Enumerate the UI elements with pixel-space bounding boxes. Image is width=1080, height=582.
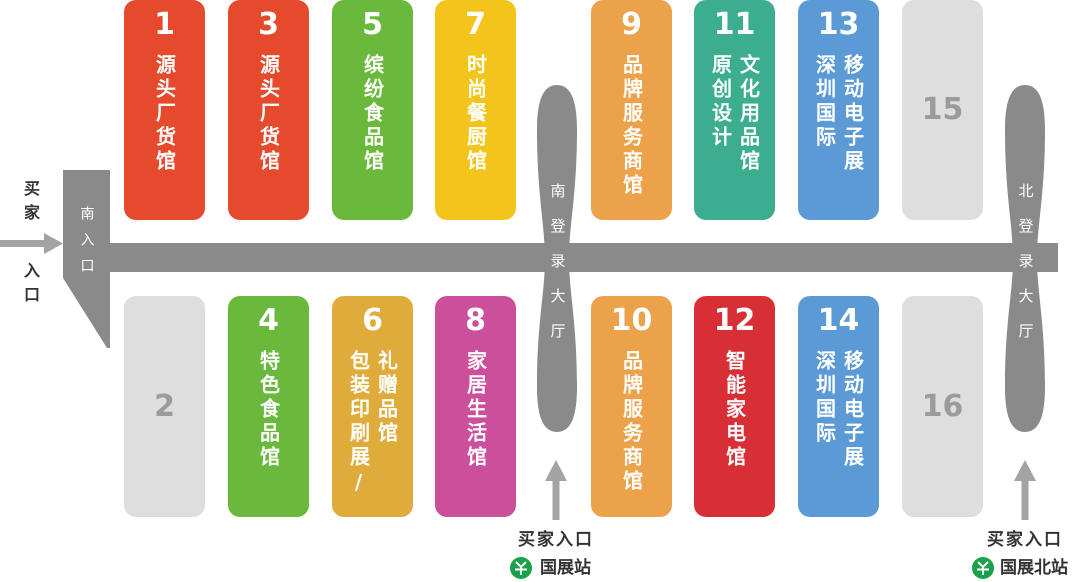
hall-name: 深圳国际 移动电子展	[798, 54, 879, 174]
hall-11[interactable]: 11 原创设计 文化用品馆	[694, 0, 775, 220]
hall-name: 智能家电馆	[694, 350, 775, 470]
hall-number: 6	[362, 303, 383, 338]
hall-name: 原创设计 文化用品馆	[694, 54, 775, 174]
hall-name-line: 原创设计	[708, 54, 733, 150]
south-lobby: 南登录大厅	[537, 183, 577, 358]
south-gate-shape[interactable]	[63, 170, 110, 348]
hall-name: 源头厂货馆	[124, 54, 205, 174]
hall-name-line: 礼赠品馆	[374, 350, 399, 446]
hall-name-line: 源头厂货馆	[256, 54, 281, 174]
north-buyer-entrance-label: 买家入口	[987, 530, 1063, 550]
hall-number: 14	[817, 303, 860, 338]
hall-name: 深圳国际 移动电子展	[798, 350, 879, 470]
south-lobby-shape[interactable]	[537, 85, 577, 432]
south-lobby-label: 南登录大厅	[548, 183, 567, 358]
buyer-entrance-left-label: 买家	[21, 180, 40, 228]
metro-icon-symbol	[977, 561, 989, 575]
hall-name: 包装印刷展/ 礼赠品馆	[332, 350, 413, 498]
hall-name-line: 移动电子展	[840, 350, 865, 470]
hall-name-line: 深圳国际	[812, 350, 837, 446]
hall-4[interactable]: 4 特色食品馆	[228, 296, 309, 517]
hall-name: 时尚餐厨馆	[435, 54, 516, 174]
arrow-head	[545, 460, 567, 481]
hall-number: 4	[258, 303, 279, 338]
hall-16[interactable]: 16	[902, 296, 983, 517]
hall-15[interactable]: 15	[902, 0, 983, 220]
hall-number: 1	[154, 7, 175, 42]
hall-name-line: 家居生活馆	[463, 350, 488, 470]
hall-name: 源头厂货馆	[228, 54, 309, 174]
metro-icon	[510, 557, 532, 579]
arrow-head	[44, 233, 63, 254]
arrow-right-icon	[0, 233, 63, 254]
hall-number: 7	[465, 7, 486, 42]
hall-number: 8	[465, 303, 486, 338]
arrow-shaft	[0, 240, 46, 247]
hall-name-line: 包装印刷展/	[346, 350, 371, 498]
buyer-entrance-left-top: 买家	[18, 180, 42, 228]
arrow-shaft	[1021, 478, 1029, 520]
south-gate-label: 南入口	[78, 206, 95, 284]
hall-name: 特色食品馆	[228, 350, 309, 470]
hall-name-line: 时尚餐厨馆	[463, 54, 488, 174]
hall-name-line: 移动电子展	[840, 54, 865, 174]
hall-name-line: 品牌服务商馆	[619, 54, 644, 198]
hall-name-line: 特色食品馆	[256, 350, 281, 470]
hall-name: 家居生活馆	[435, 350, 516, 470]
main-corridor	[106, 243, 1058, 272]
hall-number: 12	[713, 303, 756, 338]
hall-2[interactable]: 2	[124, 296, 205, 517]
buyer-entrance-left-bottom: 入口	[18, 262, 42, 310]
north-station-label: 国展北站	[1000, 558, 1068, 578]
hall-1[interactable]: 1 源头厂货馆	[124, 0, 205, 220]
hall-6[interactable]: 6 包装印刷展/ 礼赠品馆	[332, 296, 413, 517]
hall-3[interactable]: 3 源头厂货馆	[228, 0, 309, 220]
hall-number: 9	[621, 7, 642, 42]
hall-number: 10	[610, 303, 653, 338]
north-lobby-label: 北登录大厅	[1016, 183, 1035, 358]
hall-number: 16	[921, 388, 964, 424]
arrow-shaft	[552, 478, 560, 520]
hall-name-line: 智能家电馆	[722, 350, 747, 470]
hall-9[interactable]: 9 品牌服务商馆	[591, 0, 672, 220]
south-station-label: 国展站	[540, 558, 591, 578]
hall-10[interactable]: 10 品牌服务商馆	[591, 296, 672, 517]
hall-name-line: 品牌服务商馆	[619, 350, 644, 494]
hall-name: 品牌服务商馆	[591, 54, 672, 198]
hall-5[interactable]: 5 缤纷食品馆	[332, 0, 413, 220]
hall-13[interactable]: 13 深圳国际 移动电子展	[798, 0, 879, 220]
arrow-up-icon	[1014, 460, 1036, 520]
hall-name-line: 源头厂货馆	[152, 54, 177, 174]
metro-icon	[972, 557, 994, 579]
hall-number: 13	[817, 7, 860, 42]
hall-number: 2	[154, 388, 175, 424]
hall-name-line: 缤纷食品馆	[360, 54, 385, 174]
buyer-entrance-left-label: 入口	[21, 262, 40, 310]
hall-number: 11	[713, 7, 756, 42]
north-lobby: 北登录大厅	[1005, 183, 1045, 358]
hall-name: 品牌服务商馆	[591, 350, 672, 494]
hall-number: 5	[362, 7, 383, 42]
hall-14[interactable]: 14 深圳国际 移动电子展	[798, 296, 879, 517]
metro-icon-symbol	[515, 561, 527, 575]
hall-7[interactable]: 7 时尚餐厨馆	[435, 0, 516, 220]
arrow-up-icon	[545, 460, 567, 520]
hall-8[interactable]: 8 家居生活馆	[435, 296, 516, 517]
hall-name-line: 深圳国际	[812, 54, 837, 150]
hall-number: 15	[921, 92, 964, 127]
hall-12[interactable]: 12 智能家电馆	[694, 296, 775, 517]
south-buyer-entrance-label: 买家入口	[518, 530, 594, 550]
hall-name-line: 文化用品馆	[736, 54, 761, 174]
south-gate: 南入口	[63, 206, 110, 284]
arrow-head	[1014, 460, 1036, 481]
north-lobby-shape[interactable]	[1005, 85, 1045, 432]
hall-number: 3	[258, 7, 279, 42]
hall-name: 缤纷食品馆	[332, 54, 413, 174]
